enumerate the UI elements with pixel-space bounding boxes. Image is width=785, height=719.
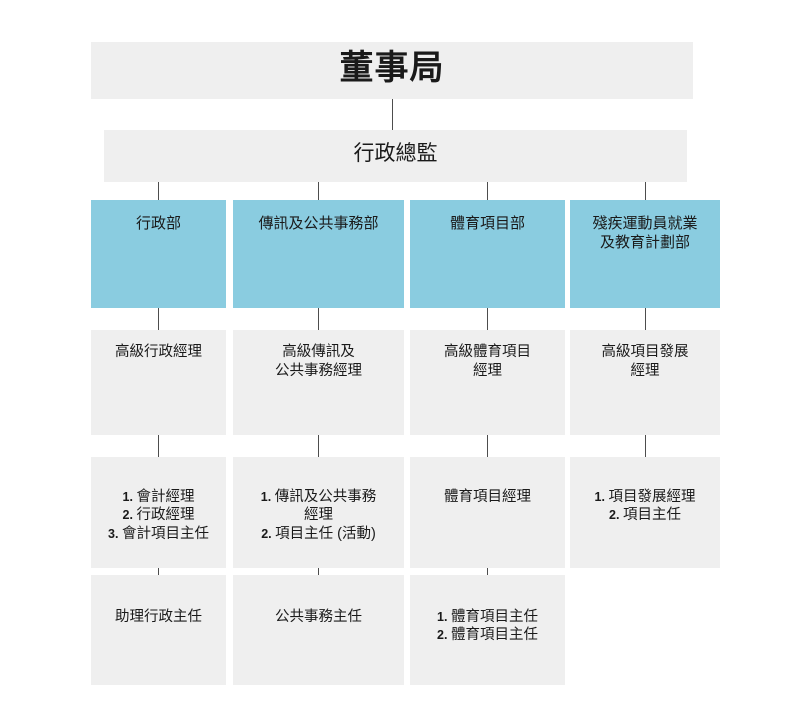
- node-senior-manager-communications[interactable]: 高級傳訊及 公共事務經理: [233, 330, 404, 435]
- node-senior-manager-sports-programmes[interactable]: 高級體育項目 經理: [410, 330, 565, 435]
- list-item-label: 行政經理: [136, 507, 195, 524]
- list-item: 2. 行政經理: [97, 506, 220, 525]
- list-item-label: 公共事務主任: [275, 608, 362, 625]
- list-item-index: 1.: [594, 489, 609, 504]
- list-item-label: 項目發展經理: [608, 488, 696, 505]
- connector-manager-1-to-officer-1: [158, 568, 159, 575]
- list-item-label: 會計經理: [136, 488, 195, 505]
- node-senior-manager-project-development[interactable]: 高級項目發展 經理: [570, 330, 720, 435]
- list-item-index: 1.: [437, 609, 451, 624]
- connector-executive-to-dept-4: [645, 182, 646, 200]
- list-item-label: 項目主任: [622, 507, 681, 524]
- node-senior-manager-sports-programmes-label: 高級體育項目 經理: [444, 344, 531, 379]
- list-item: 1. 項目發展經理: [576, 488, 714, 507]
- connector-senior-4-to-manager-4: [645, 435, 646, 457]
- list-item: 2. 項目主任: [576, 506, 714, 525]
- list-item: 3. 會計項目主任: [97, 525, 220, 544]
- node-department-athlete-employment-education-label: 殘疾運動員就業 及教育計劃部: [592, 215, 698, 252]
- node-managers-sports-programmes[interactable]: 體育項目經理: [410, 457, 565, 568]
- connector-manager-3-to-officer-3: [487, 568, 488, 575]
- list-item-label: 體育項目經理: [444, 488, 531, 505]
- node-officers-public-affairs[interactable]: 公共事務主任: [233, 575, 404, 685]
- node-department-communications-public-affairs-label: 傳訊及公共事務部: [258, 215, 379, 232]
- manager-list-sports-programmes: 體育項目經理: [416, 488, 559, 507]
- connector-senior-3-to-manager-3: [487, 435, 488, 457]
- node-officers-administration[interactable]: 助理行政主任: [91, 575, 226, 685]
- node-executive-director[interactable]: 行政總監: [104, 130, 687, 182]
- node-senior-manager-administration-label: 高級行政經理: [115, 344, 202, 360]
- node-department-communications-public-affairs[interactable]: 傳訊及公共事務部: [233, 200, 404, 308]
- connector-executive-to-dept-2: [318, 182, 319, 200]
- list-item-index: 1.: [122, 489, 137, 504]
- list-item: 體育項目經理: [416, 488, 559, 507]
- officer-list-public-affairs: 公共事務主任: [239, 608, 398, 627]
- list-item-label: 助理行政主任: [115, 608, 202, 625]
- connector-dept-2-to-senior-2: [318, 308, 319, 330]
- list-item-index: 1.: [260, 489, 275, 504]
- list-item: 公共事務主任: [239, 608, 398, 627]
- node-senior-manager-communications-label: 高級傳訊及 公共事務經理: [275, 344, 362, 379]
- connector-manager-2-to-officer-2: [318, 568, 319, 575]
- node-department-administration-label: 行政部: [135, 215, 181, 232]
- connector-dept-3-to-senior-3: [487, 308, 488, 330]
- list-item-index: 2.: [122, 508, 137, 523]
- node-senior-manager-administration[interactable]: 高級行政經理: [91, 330, 226, 435]
- list-item: 1. 體育項目主任: [416, 608, 559, 627]
- list-item-label: 傳訊及公共事務 經理: [274, 488, 377, 524]
- list-item-label: 體育項目主任: [450, 608, 538, 625]
- node-board-label: 董事局: [339, 49, 445, 87]
- connector-senior-2-to-manager-2: [318, 435, 319, 457]
- node-senior-manager-project-development-label: 高級項目發展 經理: [601, 344, 689, 379]
- connector-board-to-executive: [392, 99, 393, 130]
- list-item: 2. 體育項目主任: [416, 626, 559, 645]
- connector-senior-1-to-manager-1: [158, 435, 159, 457]
- node-department-sports-programmes[interactable]: 體育項目部: [410, 200, 565, 308]
- connector-executive-to-dept-3: [487, 182, 488, 200]
- node-board[interactable]: 董事局: [91, 42, 693, 99]
- list-item-index: 3.: [108, 527, 122, 542]
- list-item: 助理行政主任: [97, 608, 220, 627]
- connector-executive-to-dept-1: [158, 182, 159, 200]
- list-item: 2. 項目主任 (活動): [239, 525, 398, 544]
- node-department-sports-programmes-label: 體育項目部: [449, 215, 525, 232]
- list-item-label: 體育項目主任: [450, 627, 538, 644]
- node-department-athlete-employment-education[interactable]: 殘疾運動員就業 及教育計劃部: [570, 200, 720, 308]
- list-item-index: 2.: [437, 628, 451, 643]
- connector-dept-4-to-senior-4: [645, 308, 646, 330]
- list-item: 1. 傳訊及公共事務 經理: [239, 488, 398, 526]
- node-department-administration[interactable]: 行政部: [91, 200, 226, 308]
- list-item-index: 2.: [261, 527, 276, 542]
- list-item: 1. 會計經理: [97, 488, 220, 507]
- connector-dept-1-to-senior-1: [158, 308, 159, 330]
- list-item-label: 項目主任 (活動): [275, 526, 376, 543]
- officer-list-administration: 助理行政主任: [97, 608, 220, 627]
- node-executive-director-label: 行政總監: [353, 142, 438, 165]
- list-item-label: 會計項目主任: [121, 526, 209, 543]
- list-item-index: 2.: [609, 508, 623, 523]
